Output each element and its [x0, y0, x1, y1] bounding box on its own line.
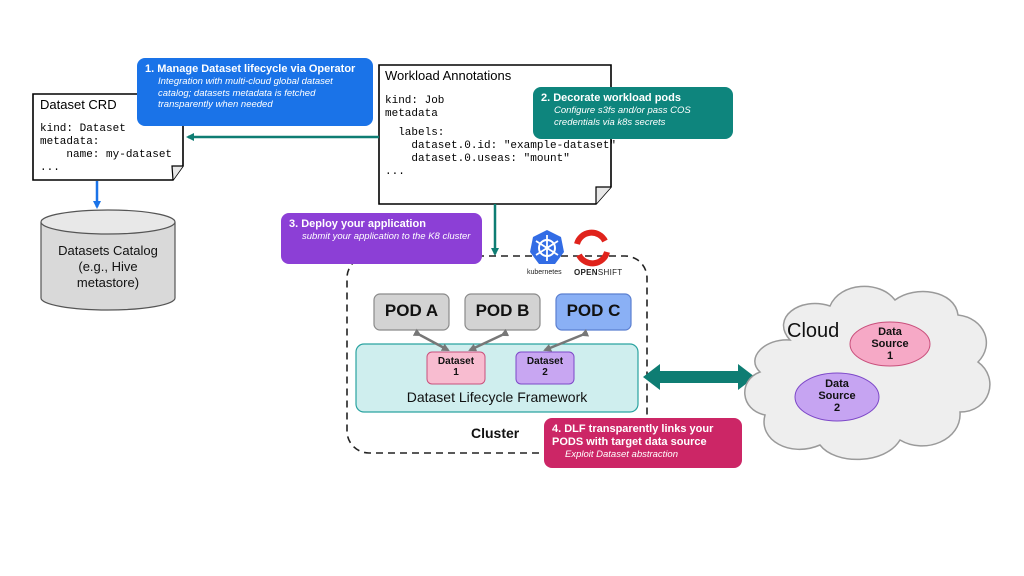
- dataset-crd-code: kind: Dataset metadata: name: my-dataset…: [40, 123, 172, 175]
- data-source-1-line1: Data: [878, 326, 902, 338]
- openshift-icon: [574, 229, 610, 267]
- code-line: ...: [385, 166, 405, 178]
- dataset-1-line2: 1: [453, 367, 459, 378]
- dataset-1-line1: Dataset: [437, 356, 475, 367]
- data-source-2-line2: Source: [818, 390, 856, 402]
- code-line: dataset.0.id: "example-dataset": [385, 140, 617, 152]
- dataset-crd-title: Dataset CRD: [40, 97, 117, 112]
- cluster-boundary: [346, 255, 648, 454]
- callout-step-4-subtitle: Exploit Dataset abstraction: [565, 449, 679, 460]
- dataset-2-shape: [515, 351, 575, 385]
- code-line: metadata: [385, 108, 438, 120]
- data-source-1-line3: 1: [886, 350, 894, 362]
- data-source-2-line1: Data: [825, 378, 849, 390]
- pod-c: POD C: [566, 301, 621, 320]
- openshift-caption-shift: SHIFT: [597, 268, 623, 277]
- code-line: kind: Job: [385, 95, 445, 107]
- framework-label: Dataset Lifecycle Framework: [406, 389, 588, 405]
- code-line: metadata:: [40, 136, 100, 148]
- callout-step-2: 2. Decorate workload pods Configure s3fs…: [533, 87, 733, 139]
- callout-step-1-title: 1. Manage Dataset lifecycle via Operator: [145, 63, 356, 75]
- openshift-caption-open: OPEN: [574, 268, 598, 277]
- dataset-1-shape: [426, 351, 486, 385]
- dataset-2-line2: 2: [542, 367, 548, 378]
- dataset-2: Dataset 2: [516, 356, 574, 378]
- callout-step-3-subtitle: submit your application to the K8 cluste…: [302, 231, 471, 242]
- data-source-2-shape: [794, 372, 880, 422]
- workload-annotations-title: Workload Annotations: [385, 68, 512, 83]
- datasets-catalog-label: Datasets Catalog (e.g., Hive metastore): [58, 243, 158, 290]
- pod-b: POD B: [475, 301, 530, 320]
- data-source-1-shape: [849, 321, 931, 367]
- pod-a-shape: [373, 293, 450, 331]
- code-line: name: my-dataset: [40, 149, 173, 161]
- cloud-label: Cloud: [787, 320, 840, 342]
- openshift-caption: OPENSHIFT: [574, 268, 622, 277]
- data-source-2-line3: 2: [833, 402, 841, 414]
- cloud-shape: [744, 285, 991, 461]
- data-source-1-line2: Source: [871, 338, 909, 350]
- callout-step-1-subtitle: Integration with multi-cloud global data…: [158, 76, 333, 110]
- pod-c-shape: [555, 293, 632, 331]
- double-arrow-cluster-cloud: [643, 364, 755, 390]
- callout-step-1: 1. Manage Dataset lifecycle via Operator…: [137, 58, 373, 126]
- callout-step-4: 4. DLF transparently links your PODS wit…: [544, 418, 742, 468]
- code-line: labels:: [385, 127, 445, 139]
- code-line: kind: Dataset: [40, 123, 126, 135]
- pod-dataset-connectors: [412, 328, 590, 352]
- callout-step-4-title: 4. DLF transparently links your PODS wit…: [552, 423, 714, 448]
- code-line: dataset.0.useas: "mount": [385, 153, 570, 165]
- pod-a: POD A: [384, 301, 439, 320]
- code-line: ...: [40, 162, 60, 174]
- callout-step-2-title: 2. Decorate workload pods: [541, 92, 681, 104]
- callout-step-3: 3. Deploy your application submit your a…: [281, 213, 482, 264]
- data-source-1: Data Source 1: [850, 326, 930, 362]
- data-source-2: Data Source 2: [795, 378, 879, 414]
- workload-annotations-code: kind: Job metadata labels: dataset.0.id:…: [385, 95, 616, 179]
- cluster-label: Cluster: [471, 425, 520, 441]
- kubernetes-caption: kubernetes: [527, 269, 562, 276]
- dataset-1: Dataset 1: [427, 356, 485, 378]
- callout-step-2-subtitle: Configure s3fs and/or pass COS credentia…: [554, 105, 691, 128]
- datasets-catalog-cylinder: [40, 209, 176, 311]
- callout-step-3-title: 3. Deploy your application: [289, 218, 426, 230]
- kubernetes-icon: [530, 230, 564, 264]
- dataset-2-line1: Dataset: [526, 356, 564, 367]
